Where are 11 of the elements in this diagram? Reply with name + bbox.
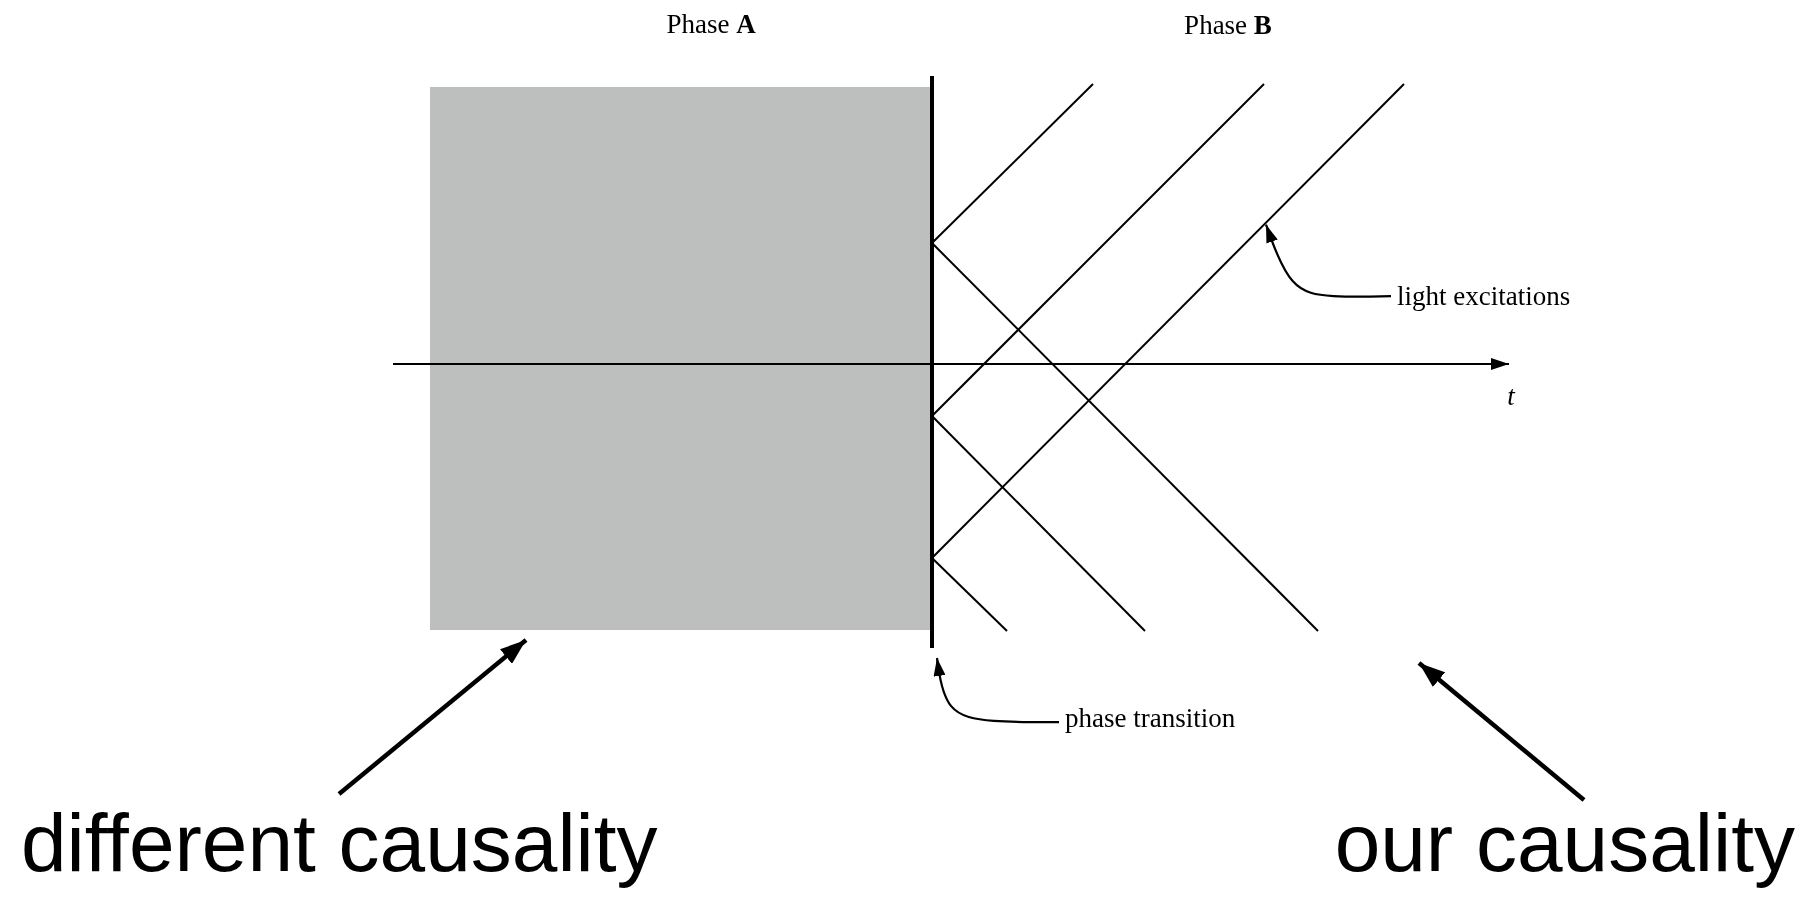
annotation-text: light excitations: [1397, 280, 1571, 313]
phase-heading: Phase B: [1184, 9, 1272, 42]
leader-line: [933, 657, 1059, 724]
phase-heading: Phase A: [666, 8, 756, 41]
leader-line: [1264, 224, 1391, 298]
arrow: [1417, 661, 1586, 802]
arrow: [337, 638, 528, 796]
caption-text: different causality: [21, 800, 658, 887]
caption-text: our causality: [1334, 800, 1795, 887]
annotation-text: phase transition: [1065, 702, 1236, 735]
axis-label: t: [1507, 380, 1515, 413]
